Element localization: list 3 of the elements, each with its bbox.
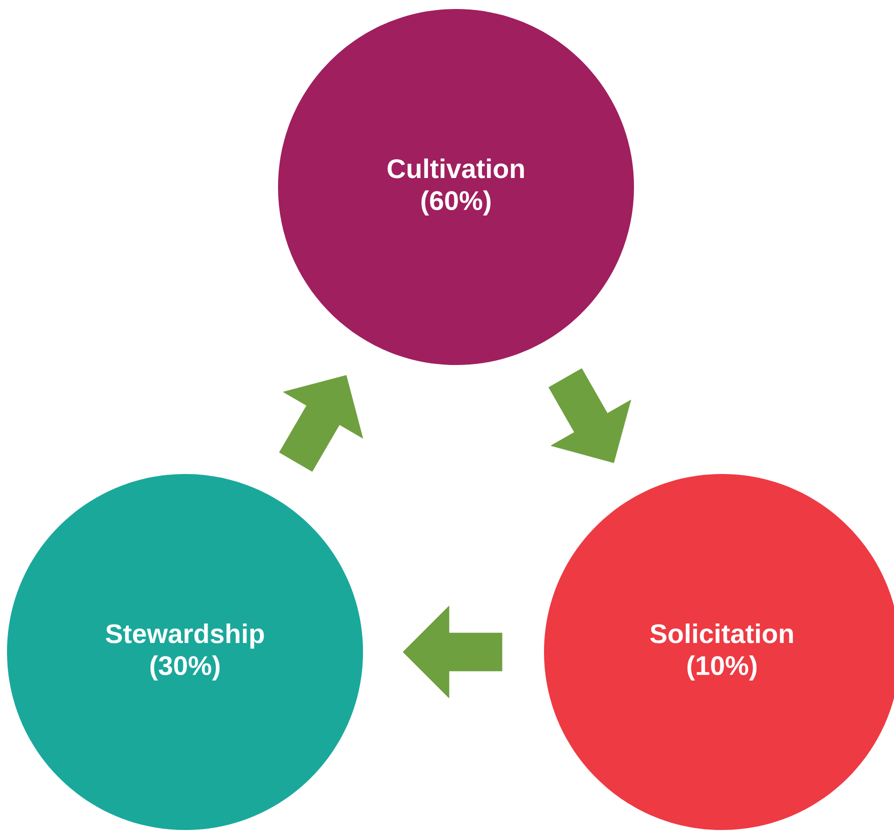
block-arrow [279, 375, 364, 472]
block-arrow [402, 606, 502, 698]
block-arrow [548, 368, 632, 463]
